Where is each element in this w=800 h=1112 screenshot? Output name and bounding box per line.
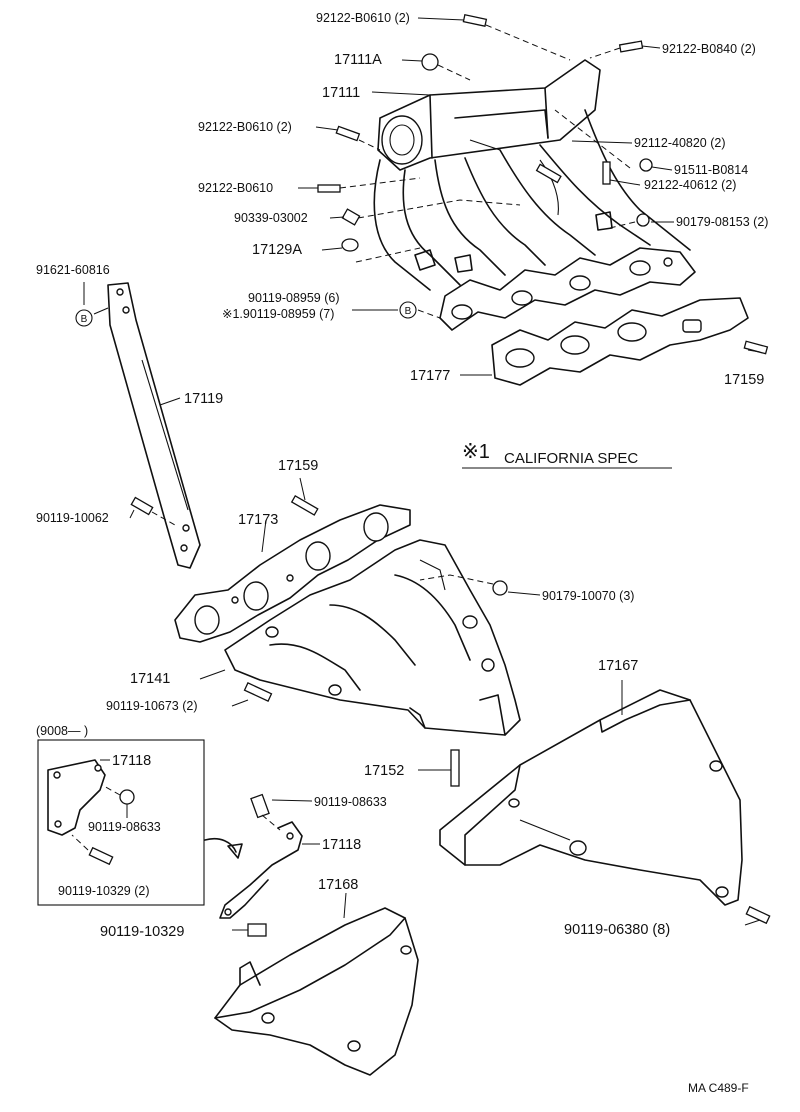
label-group-9008: (9008— ): [36, 724, 88, 738]
label-92122-b0840-2: 92122-B0840 (2): [662, 42, 756, 56]
label-17111a: 17111A: [334, 52, 382, 68]
label-92122-b0610-2-top: 92122-B0610 (2): [316, 11, 410, 25]
spec-text: CALIFORNIA SPEC: [504, 450, 638, 467]
label-17159-right: 17159: [724, 372, 764, 388]
spec-symbol: ※1: [462, 441, 490, 463]
stud-17152: [418, 749, 460, 787]
label-17118-box: 17118: [112, 753, 151, 769]
california-spec-note: ※1 CALIFORNIA SPEC: [462, 441, 672, 469]
bracket-17118: [219, 793, 320, 937]
label-17111: 17111: [322, 85, 360, 101]
intake-fasteners: [317, 14, 769, 355]
label-90339-03002: 90339-03002: [234, 211, 308, 225]
label-17168: 17168: [318, 877, 358, 893]
label-17119: 17119: [184, 391, 223, 407]
intake-manifold: [373, 59, 696, 331]
label-17141: 17141: [130, 671, 170, 687]
marker-b-left: B: [75, 309, 93, 327]
svg-text:B: B: [81, 314, 88, 325]
exhaust-manifold-17141: [199, 539, 541, 736]
label-90119-08633-box: 90119-08633: [88, 820, 161, 834]
label-92122-40612-2: 92122-40612 (2): [644, 178, 736, 192]
exhaust-manifold-gasket-17173: [174, 477, 411, 643]
label-91621-60816: 91621-60816: [36, 263, 110, 277]
svg-text:B: B: [405, 306, 412, 317]
arrow-indicator: [204, 837, 243, 859]
label-90119-10329: 90119-10329: [100, 924, 184, 940]
label-90119-06380-8: 90119-06380 (8): [564, 922, 670, 938]
label-17152: 17152: [364, 763, 404, 779]
figure-code: MA C489-F: [688, 1081, 749, 1095]
label-92122-b0610-2-mid: 92122-B0610 (2): [198, 120, 292, 134]
label-90119-10673-2: 90119-10673 (2): [106, 699, 198, 713]
part-labels: 92122-B0610 (2) 92122-B0840 (2) 17111A 1…: [36, 11, 768, 940]
label-90179-10070-3: 90179-10070 (3): [542, 589, 634, 603]
label-90119-08633: 90119-08633: [314, 795, 387, 809]
label-91511-b0814: 91511-B0814: [674, 163, 748, 177]
label-17173: 17173: [238, 512, 278, 528]
label-17129a: 17129A: [252, 242, 302, 258]
label-90119-10062: 90119-10062: [36, 511, 109, 525]
manifold-stay-17119: [83, 282, 201, 569]
label-92112-40820-2: 92112-40820 (2): [634, 136, 726, 150]
label-92122-b0610: 92122-B0610: [198, 181, 273, 195]
label-17177: 17177: [410, 368, 450, 384]
label-90119-08959-7: ※1.90119-08959 (7): [222, 307, 334, 321]
heat-insulator-17167: [439, 680, 771, 926]
intake-manifold-gasket: [491, 297, 749, 386]
label-90119-08959-6: 90119-08959 (6): [248, 291, 340, 305]
label-90179-08153-2: 90179-08153 (2): [676, 215, 768, 229]
label-90119-10329-2: 90119-10329 (2): [58, 884, 150, 898]
marker-b-right: B: [399, 301, 417, 319]
heat-insulator-17168: [214, 892, 419, 1076]
intake-leader-lines: [298, 17, 761, 376]
group-box: [37, 739, 205, 906]
label-17118: 17118: [322, 837, 361, 853]
label-17167: 17167: [598, 658, 638, 674]
label-17159-mid: 17159: [278, 458, 318, 474]
